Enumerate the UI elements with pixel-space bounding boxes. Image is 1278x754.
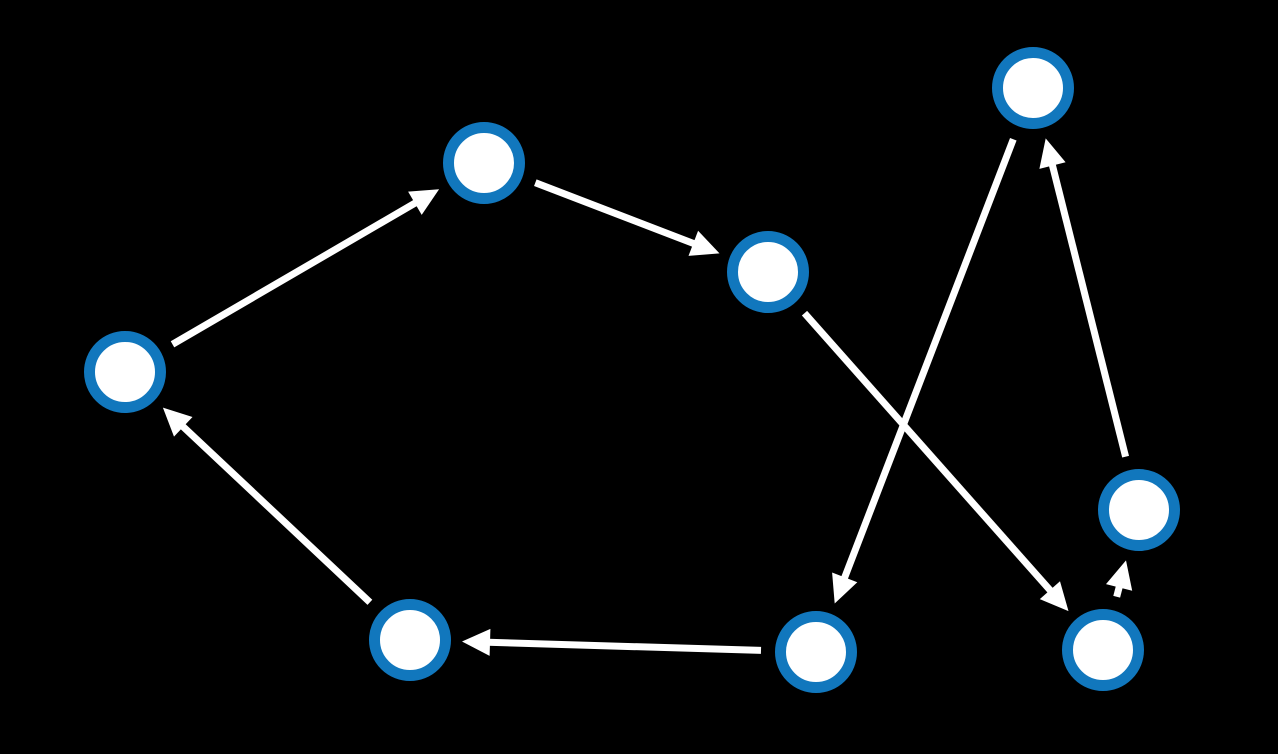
graph-node-right-middle[interactable] [1098, 469, 1180, 551]
edge-shaft [534, 179, 697, 248]
graph-node-top-middle[interactable] [443, 122, 525, 204]
edge-arrowhead [1039, 581, 1069, 612]
graph-node-bottom-left[interactable] [369, 599, 451, 681]
graph-edge-right-middle-to-top-right [1039, 138, 1129, 458]
graph-edge-bottom-left-to-left [162, 407, 373, 605]
graph-edge-left-to-top-middle [170, 189, 440, 348]
graph-node-left[interactable] [84, 331, 166, 413]
edge-shaft [801, 310, 1054, 594]
edge-arrowhead [462, 628, 491, 656]
graph-node-bottom-middle[interactable] [775, 611, 857, 693]
edge-arrowhead [1106, 560, 1133, 591]
graph-node-top-right[interactable] [992, 47, 1074, 129]
edge-arrowhead [832, 572, 858, 604]
edge-shaft [1048, 162, 1129, 458]
node-layer [84, 47, 1180, 693]
edge-shaft [170, 199, 419, 348]
edge-layer [162, 138, 1133, 656]
edge-shaft [487, 638, 762, 654]
edge-arrowhead [408, 189, 440, 215]
graph-node-bottom-right[interactable] [1062, 609, 1144, 691]
edge-arrowhead [1039, 138, 1066, 169]
graph-edge-top-right-to-bottom-middle [832, 138, 1017, 604]
edge-shaft [179, 422, 373, 605]
edge-arrowhead [688, 230, 720, 256]
edge-arrowhead [162, 407, 193, 437]
graph-edge-top-middle-to-middle [534, 179, 720, 256]
graph-node-middle[interactable] [727, 231, 809, 313]
graph-edge-middle-to-bottom-right [801, 310, 1069, 612]
graph-edge-bottom-right-to-right-middle [1106, 560, 1133, 598]
edge-shaft [840, 138, 1017, 581]
graph-edge-bottom-middle-to-bottom-left [462, 628, 762, 656]
